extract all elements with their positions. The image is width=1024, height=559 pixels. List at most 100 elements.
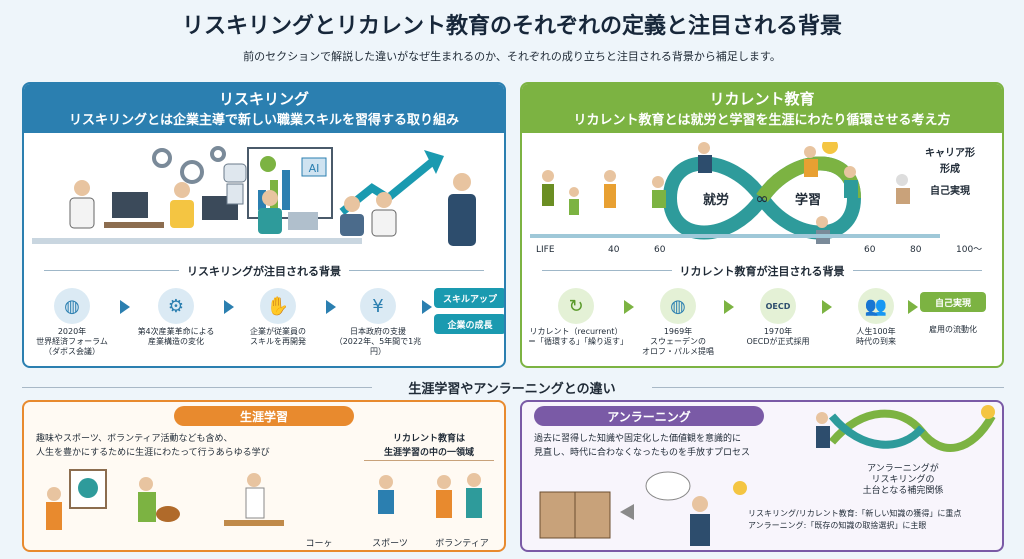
divider — [652, 387, 1004, 388]
people-illustration — [542, 142, 910, 244]
comparison-heading: 生涯学習やアンラーニングとの違い — [408, 382, 616, 397]
divider — [22, 387, 372, 388]
step-label: 企業が従業員の スキルを再開発 — [250, 327, 306, 346]
desc-line: 趣味やスポーツ、ボランティア活動なども含め、 — [36, 434, 233, 444]
loop-work-label: 就労 — [703, 192, 729, 208]
svg-text:80: 80 — [910, 245, 922, 254]
robot-icon — [223, 163, 247, 205]
caption-volunteer: ボランティア — [435, 539, 489, 549]
cooking-icon — [224, 473, 284, 526]
lightbulb-icon — [733, 481, 747, 495]
recurrent-illustration: 就労 学習 ∞ LIFE 40 60 60 80 100〜 キャリア形 形成 自… — [530, 142, 982, 254]
lightbulb-icon — [981, 405, 995, 419]
unlearning-panel: アンラーニング 過去に習得した知識や固定化した価値観を意識的に 見直し、時代に合… — [520, 400, 1004, 552]
life-axis — [530, 234, 940, 238]
arrow-icon — [120, 300, 130, 314]
recurrent-step: 👥 人生100年 時代の到来 — [834, 288, 918, 347]
loop-learn-label: 学習 — [795, 192, 821, 208]
arrow-icon — [822, 300, 832, 314]
svg-text:キャリア形: キャリア形 — [925, 147, 975, 159]
gear-icon — [152, 146, 226, 184]
reskilling-step: ◍ 2020年 世界経済フォーラム （ダボス会議） — [30, 288, 114, 357]
svg-text:100〜: 100〜 — [956, 245, 982, 254]
step-label: 2020年 世界経済フォーラム （ダボス会議） — [36, 327, 108, 356]
thought-icon — [645, 471, 691, 501]
book-person-illustration — [539, 471, 747, 546]
book-icon — [539, 491, 611, 539]
reskilling-heading: リスキリング — [218, 90, 309, 108]
page-subtitle: 前のセクションで解説した違いがなぜ生まれるのか、それぞれの成り立ちと注目される背… — [243, 50, 781, 63]
desc-line: 見直し、時代に合わなくなったものを手放すプロセス — [534, 448, 751, 458]
infinity-symbol: ∞ — [755, 189, 768, 208]
step-label: 1970年 OECDが正式採用 — [746, 327, 810, 346]
handshake-icon: ✋ — [260, 288, 296, 324]
cycle-icon: ↻ — [558, 288, 594, 324]
step-label: 第4次産業革命による 産業構造の変化 — [137, 327, 215, 346]
recurrent-step: OECD 1970年 OECDが正式採用 — [736, 288, 820, 347]
recurrent-heading: リカレント教育 — [709, 90, 815, 108]
arrow-icon — [422, 300, 432, 314]
people-icon: 👥 — [858, 288, 894, 324]
guitar-icon — [138, 477, 180, 522]
step-label: 日本政府の支援 （2022年、5年間で1兆円） — [334, 327, 422, 356]
lightbulb-icon — [822, 142, 838, 154]
painting-icon — [46, 469, 107, 530]
svg-text:60: 60 — [654, 245, 666, 254]
volunteer-icon — [436, 473, 482, 518]
step-label: 人生100年 時代の到来 — [856, 327, 896, 346]
outcome-skillup: スキルアップ — [434, 288, 504, 308]
recurrent-header: リカレント教育 リカレント教育とは就労と学習を生涯にわたり循環させる考え方 — [522, 84, 1002, 133]
recurrent-definition: リカレント教育とは就労と学習を生涯にわたり循環させる考え方 — [573, 113, 951, 128]
lifelong-panel: 生涯学習 趣味やスポーツ、ボランティア活動なども含め、 人生を豊かにするために生… — [22, 400, 506, 552]
outcome-growth: 企業の成長 — [434, 314, 504, 334]
step-label: 1969年 スウェーデンの オロフ・パルメ提唱 — [642, 327, 714, 356]
reskilling-background-title: リスキリングが注目される背景 — [24, 263, 504, 279]
arrow-icon — [224, 300, 234, 314]
ai-label: AI — [309, 162, 320, 175]
runner-icon — [378, 475, 394, 514]
outcome-self-realization: 自己実現 — [920, 292, 986, 312]
arrow-icon — [724, 300, 734, 314]
relation-illustration — [816, 405, 996, 452]
reskilling-header: リスキリング リスキリングとは企業主導で新しい職業スキルを習得する取り組み — [24, 84, 504, 133]
page-title: リスキリングとリカレント教育のそれぞれの定義と注目される背景 — [181, 14, 842, 39]
recurrent-background-title: リカレント教育が注目される背景 — [522, 263, 1002, 279]
svg-text:40: 40 — [608, 245, 620, 254]
arrow-icon — [620, 504, 634, 520]
unlearning-description: 過去に習得した知識や固定化した価値観を意識的に 見直し、時代に合わなくなったもの… — [534, 432, 804, 460]
arrow-icon — [624, 300, 634, 314]
comparison-note: リスキリング/リカレント教育:「新しい知識の獲得」に重点 アンラーニング:「既存… — [748, 509, 962, 530]
unlearning-heading: アンラーニング — [534, 406, 764, 426]
svg-text:60: 60 — [864, 245, 876, 254]
svg-text:自己実現: 自己実現 — [930, 184, 970, 197]
arrow-icon — [326, 300, 336, 314]
reskilling-step: ⚙ 第4次産業革命による 産業構造の変化 — [134, 288, 218, 347]
svg-text:形成: 形成 — [940, 162, 960, 175]
oecd-icon: OECD — [760, 288, 796, 324]
svg-text:LIFE: LIFE — [536, 245, 555, 254]
recurrent-panel: リカレント教育 リカレント教育とは就労と学習を生涯にわたり循環させる考え方 就労… — [520, 82, 1004, 368]
earth-icon: ◍ — [660, 288, 696, 324]
step-label: リカレント（recurrent） ＝「循環する」「繰り返す」 — [528, 327, 628, 346]
factory-gear-icon: ⚙ — [158, 288, 194, 324]
yen-hand-icon: ¥ — [360, 288, 396, 324]
relation-note: アンラーニングが リスキリングの 土台となる補完関係 — [862, 464, 944, 496]
globe-icon: ◍ — [54, 288, 90, 324]
caption-cooking: コーヶ — [305, 539, 333, 549]
desc-line: 人生を豊かにするために生涯にわたって行うあらゆる学び — [36, 448, 270, 458]
lifelong-note: リカレント教育は 生涯学習の中の一領域 — [364, 432, 494, 461]
reskilling-panel: リスキリング リスキリングとは企業主導で新しい職業スキルを習得する取り組み AI — [22, 82, 506, 368]
arrow-icon — [908, 300, 918, 314]
lifelong-heading: 生涯学習 — [174, 406, 354, 426]
reskilling-definition: リスキリングとは企業主導で新しい職業スキルを習得する取り組み — [68, 113, 459, 128]
recurrent-step: ◍ 1969年 スウェーデンの オロフ・パルメ提唱 — [636, 288, 720, 357]
recurrent-step: ↻ リカレント（recurrent） ＝「循環する」「繰り返す」 — [528, 288, 628, 347]
chart-board-icon: AI — [247, 147, 333, 219]
caption-sports: スポーツ — [372, 539, 408, 549]
step-label: 雇用の流動化 — [929, 325, 977, 334]
reskilling-step: ✋ 企業が従業員の スキルを再開発 — [236, 288, 320, 347]
workers-illustration — [69, 163, 476, 246]
reskilling-illustration: AI — [32, 146, 476, 246]
reskilling-background-steps: ◍ 2020年 世界経済フォーラム （ダボス会議） ⚙ 第4次産業革命による 産… — [30, 288, 504, 366]
recurrent-background-steps: ↻ リカレント（recurrent） ＝「循環する」「繰り返す」 ◍ 1969年… — [528, 288, 998, 366]
